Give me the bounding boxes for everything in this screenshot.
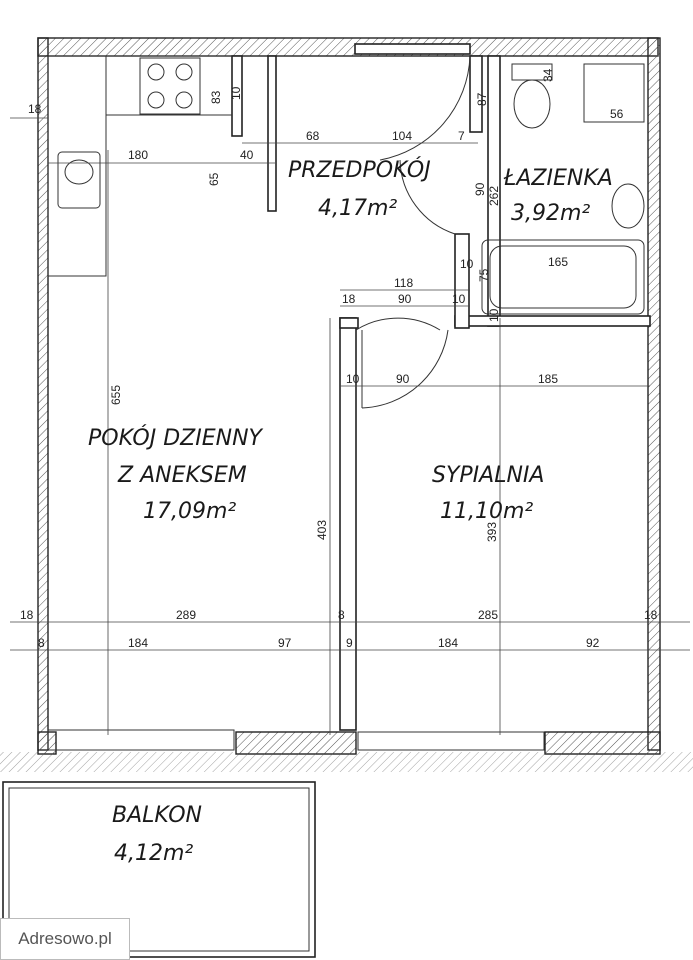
dim-label: 184 [128,636,148,650]
dim-label: 18 [28,102,42,116]
bathtub [481,239,645,315]
dim-label: 40 [240,148,254,162]
bedroom-name: SYPIALNIA [432,463,544,488]
washbasin [611,183,645,229]
dim-label: 87 [475,92,489,106]
wall-hall-bottom [454,233,470,329]
dim-label: 56 [610,107,624,121]
living-name-line1: POKÓJ DZIENNY [88,425,264,451]
wall-top-outer [37,37,659,57]
balcony-rail [8,787,310,952]
dim-label: 7 [458,129,465,143]
dim-label: 75 [477,268,491,282]
stove [139,57,201,115]
stove-burner [175,63,193,81]
balcony-name: BALKON [112,803,202,828]
dim-label: 165 [548,255,568,269]
door-living-swing [355,317,441,331]
dim-label: 65 [207,172,221,186]
door-bedroom-swing [361,329,449,409]
balcony-door [47,729,235,751]
dim-label: 10 [229,86,243,100]
dim-label: 92 [586,636,600,650]
living-area: 17,09m² [143,499,236,524]
dim-label: 9 [346,636,353,650]
dim-label: 10 [346,372,360,386]
dim-label: 83 [209,90,223,104]
bathroom-name: ŁAZIENKA [503,166,613,191]
dim-label: 18 [644,608,658,622]
dim-label: 8 [338,608,345,622]
wall-bath-bottom [454,315,651,327]
dim-label: 34 [541,68,555,82]
wall-stub [339,317,359,329]
washing-machine [583,63,645,123]
wall-bottom-right [544,731,661,755]
bathtub-inner [489,245,637,309]
living-name-line2: Z ANEKSEM [117,463,247,488]
dim-label: 185 [538,372,558,386]
dim-label: 68 [306,129,320,143]
stove-burner [147,91,165,109]
ground-strip [0,752,693,772]
dim-label: 97 [278,636,292,650]
stove-burner [175,91,193,109]
dim-label: 285 [478,608,498,622]
kitchen-counter [47,55,107,277]
dim-label: 655 [109,385,123,405]
wall-hall-left-b [267,55,277,212]
bedroom-area: 11,10m² [440,499,533,524]
dim-label: 118 [394,276,413,290]
sink-bowl [64,159,94,185]
dim-label: 8 [38,636,45,650]
wall-hall-left [231,55,243,137]
toilet [513,79,551,129]
dim-label: 18 [342,292,356,306]
dim-label: 104 [392,129,412,143]
wall-bottom-mid [235,731,357,755]
balcony-area: 4,12m² [114,841,193,866]
dim-label: 90 [396,372,410,386]
door-entrance-swing [379,55,471,161]
toilet-tank [511,63,553,81]
dim-label: 18 [20,608,34,622]
bathroom-area: 3,92m² [511,201,590,226]
kitchen-sink [57,151,101,209]
bedroom-window [357,731,545,751]
dim-label: 90 [473,182,487,196]
hall-area: 4,17m² [318,196,397,221]
wall-hall-right [469,55,483,133]
door-bathroom-swing [399,159,456,235]
dim-label: 10 [452,292,466,306]
dim-label: 10 [460,257,474,271]
dim-label: 393 [485,522,499,542]
wall-right-outer [647,37,661,751]
dim-label: 403 [315,520,329,540]
dim-label: 262 [487,186,501,206]
watermark-logo: Adresowo.pl [0,918,130,960]
window-top-hall [354,43,471,55]
dim-label: 184 [438,636,458,650]
dim-label: 289 [176,608,196,622]
dim-label: 90 [398,292,412,306]
hall-name: PRZEDPOKÓJ [288,157,431,183]
stove-burner [147,63,165,81]
dim-label: 10 [487,308,501,322]
dim-label: 180 [128,148,148,162]
wall-bottom-left [37,731,57,755]
